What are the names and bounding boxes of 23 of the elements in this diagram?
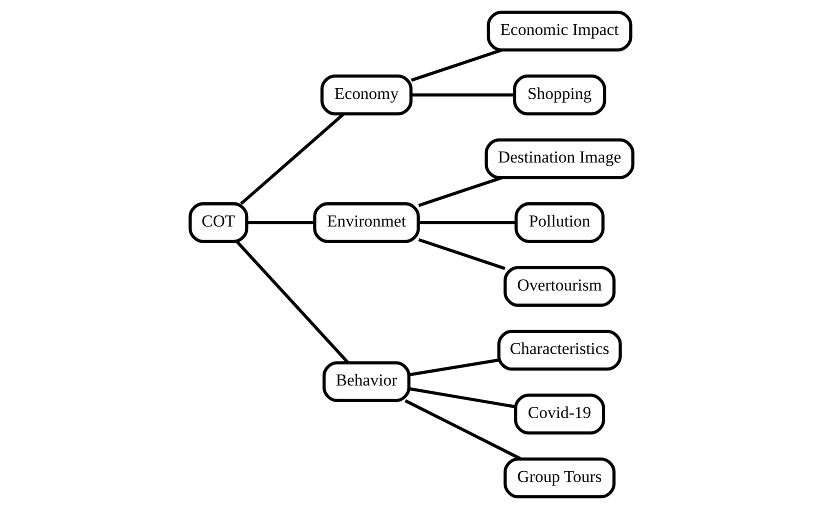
node-box: Overtourism bbox=[503, 266, 616, 307]
connector bbox=[235, 240, 349, 364]
connector bbox=[239, 112, 344, 205]
connector bbox=[418, 176, 502, 207]
node-box: Covid-19 bbox=[514, 394, 605, 434]
connector bbox=[418, 221, 516, 224]
node-box: Shopping bbox=[512, 74, 606, 116]
connector bbox=[408, 358, 498, 376]
node-box: Economy bbox=[320, 74, 412, 116]
connector bbox=[410, 93, 514, 96]
connector bbox=[410, 48, 502, 82]
node-box: Pollution bbox=[514, 202, 604, 243]
node-box: Behavior bbox=[322, 361, 410, 402]
node-box: Group Tours bbox=[503, 458, 616, 498]
connector bbox=[408, 387, 516, 408]
node-box: Characteristics bbox=[496, 330, 622, 371]
node-box: Environmet bbox=[312, 202, 420, 243]
node-box: Economic Impact bbox=[486, 10, 632, 52]
connector bbox=[404, 399, 522, 460]
connector bbox=[418, 238, 505, 270]
connector bbox=[246, 221, 314, 224]
node-box: Destination Image bbox=[484, 138, 634, 180]
node-box: COT bbox=[188, 202, 248, 243]
